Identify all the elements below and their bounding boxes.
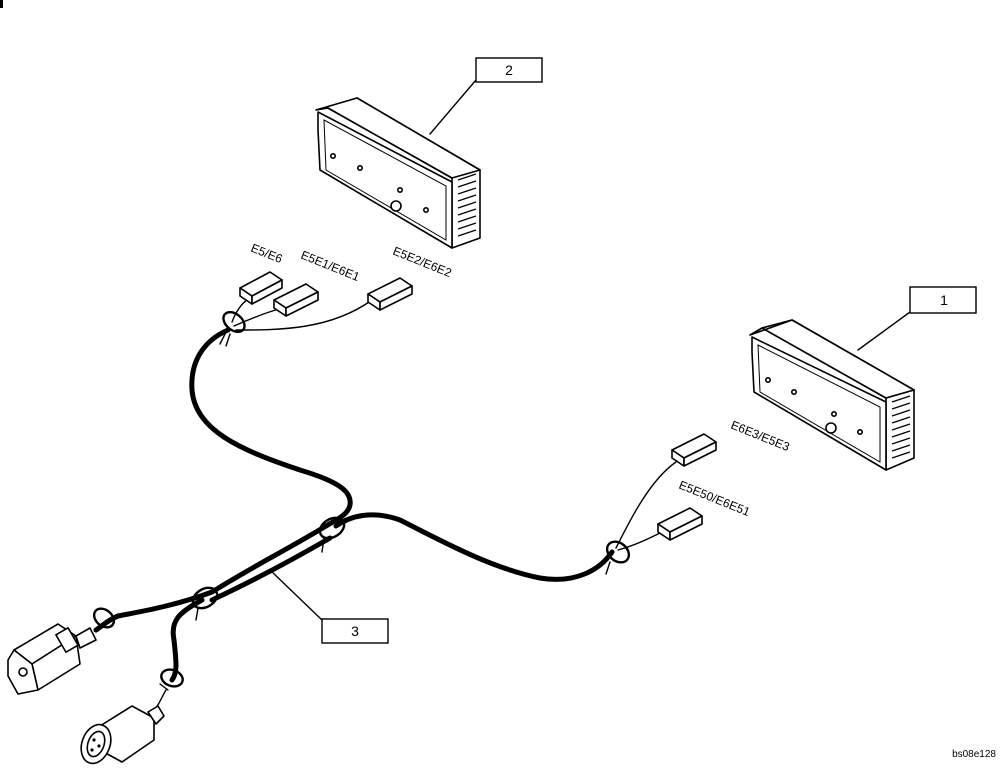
callout-2-box	[475, 57, 543, 83]
connector-label-e5-e6: E5/E6	[249, 241, 285, 266]
connector-e5-e6-icon	[239, 271, 283, 305]
cable-ties	[92, 310, 631, 691]
callout-2-leader	[429, 79, 477, 135]
connector-label-e5e1-e6e1: E5E1/E6E1	[299, 248, 362, 284]
rear-lamp-right-icon	[749, 319, 915, 471]
round-socket-icon	[80, 705, 165, 765]
harness-wires	[93, 295, 677, 715]
callout-1-label: 1	[940, 292, 948, 308]
connector-label-e5e2-e6e2: E5E2/E6E2	[391, 244, 454, 280]
callout-3-box	[321, 618, 389, 644]
figure-reference: bs08e128	[952, 749, 996, 760]
connector-e6e3-e5e3-icon	[671, 433, 717, 467]
rear-lamp-left-icon	[315, 97, 481, 249]
connector-label-e6e3-e5e3: E6E3/E5E3	[729, 418, 792, 454]
callout-1-box	[909, 286, 977, 314]
callout-1-leader	[857, 311, 911, 351]
harness-plug-icon	[7, 623, 97, 695]
connector-e5e1-e6e1-icon	[273, 283, 319, 317]
callout-2-label: 2	[505, 62, 513, 78]
callout-3-label: 3	[351, 623, 359, 639]
corner-mark	[0, 0, 3, 8]
callout-3-leader	[269, 569, 323, 621]
connector-e5e50-e6e51-icon	[657, 507, 703, 541]
connector-e5e2-e6e2-icon	[367, 277, 413, 311]
